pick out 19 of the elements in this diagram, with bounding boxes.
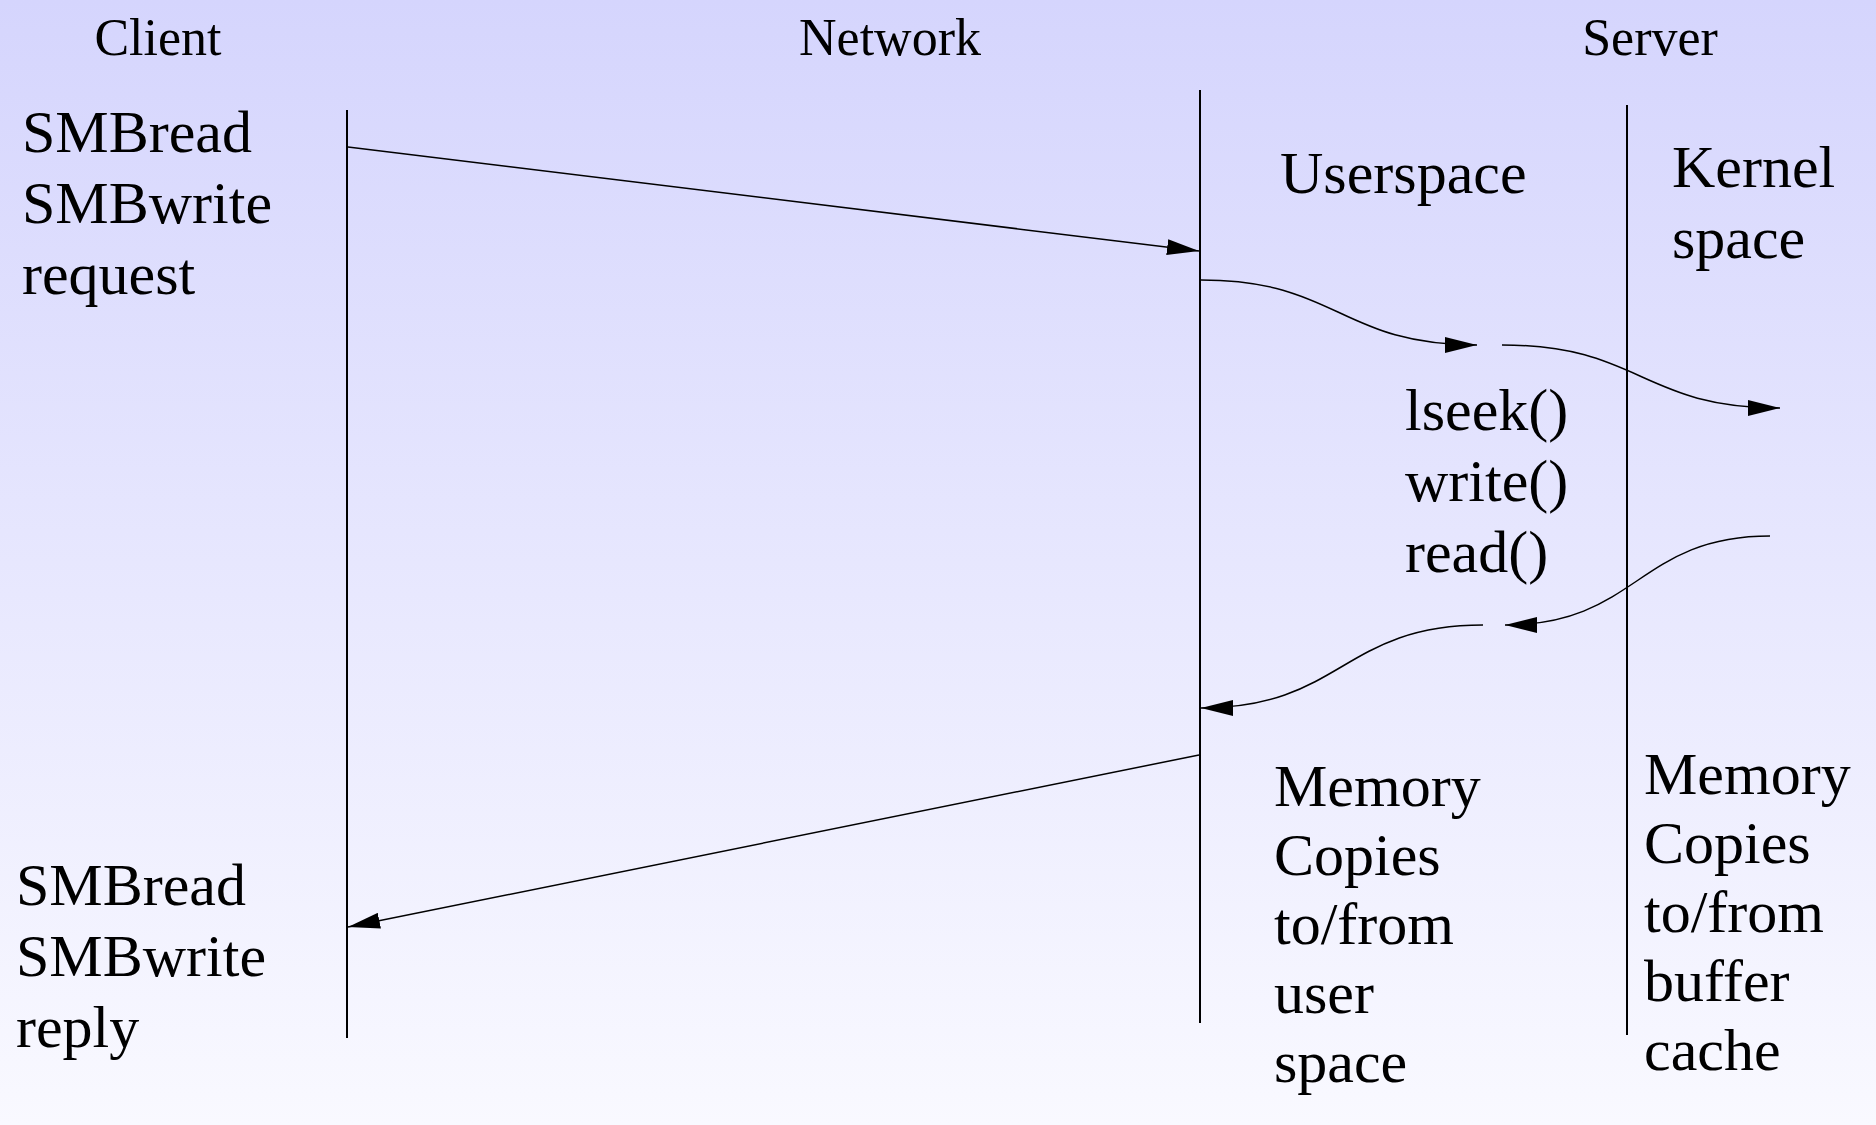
lifeline bbox=[1199, 90, 1201, 1023]
lane-heading: Kernel space bbox=[1672, 132, 1872, 274]
column-heading: Server bbox=[1520, 8, 1780, 68]
column-heading: Network bbox=[760, 8, 1020, 68]
arrow bbox=[347, 146, 1200, 256]
message-label: SMBread SMBwrite reply bbox=[16, 850, 346, 1063]
lane-divider bbox=[1626, 105, 1628, 1035]
note-text: Memory Copies to/from buffer cache bbox=[1644, 740, 1874, 1095]
column-heading: Client bbox=[58, 8, 258, 68]
arrow bbox=[347, 754, 1200, 929]
arrow bbox=[1504, 535, 1771, 632]
call-list: lseek() write() read() bbox=[1405, 345, 1630, 625]
message-label: SMBread SMBwrite request bbox=[22, 97, 352, 310]
lane-heading: Userspace bbox=[1280, 138, 1580, 209]
arrow bbox=[1200, 279, 1478, 352]
arrow bbox=[1501, 344, 1781, 415]
note-text: Memory Copies to/from user space bbox=[1274, 752, 1514, 1107]
arrow bbox=[1200, 624, 1484, 715]
lifeline bbox=[346, 110, 348, 1038]
